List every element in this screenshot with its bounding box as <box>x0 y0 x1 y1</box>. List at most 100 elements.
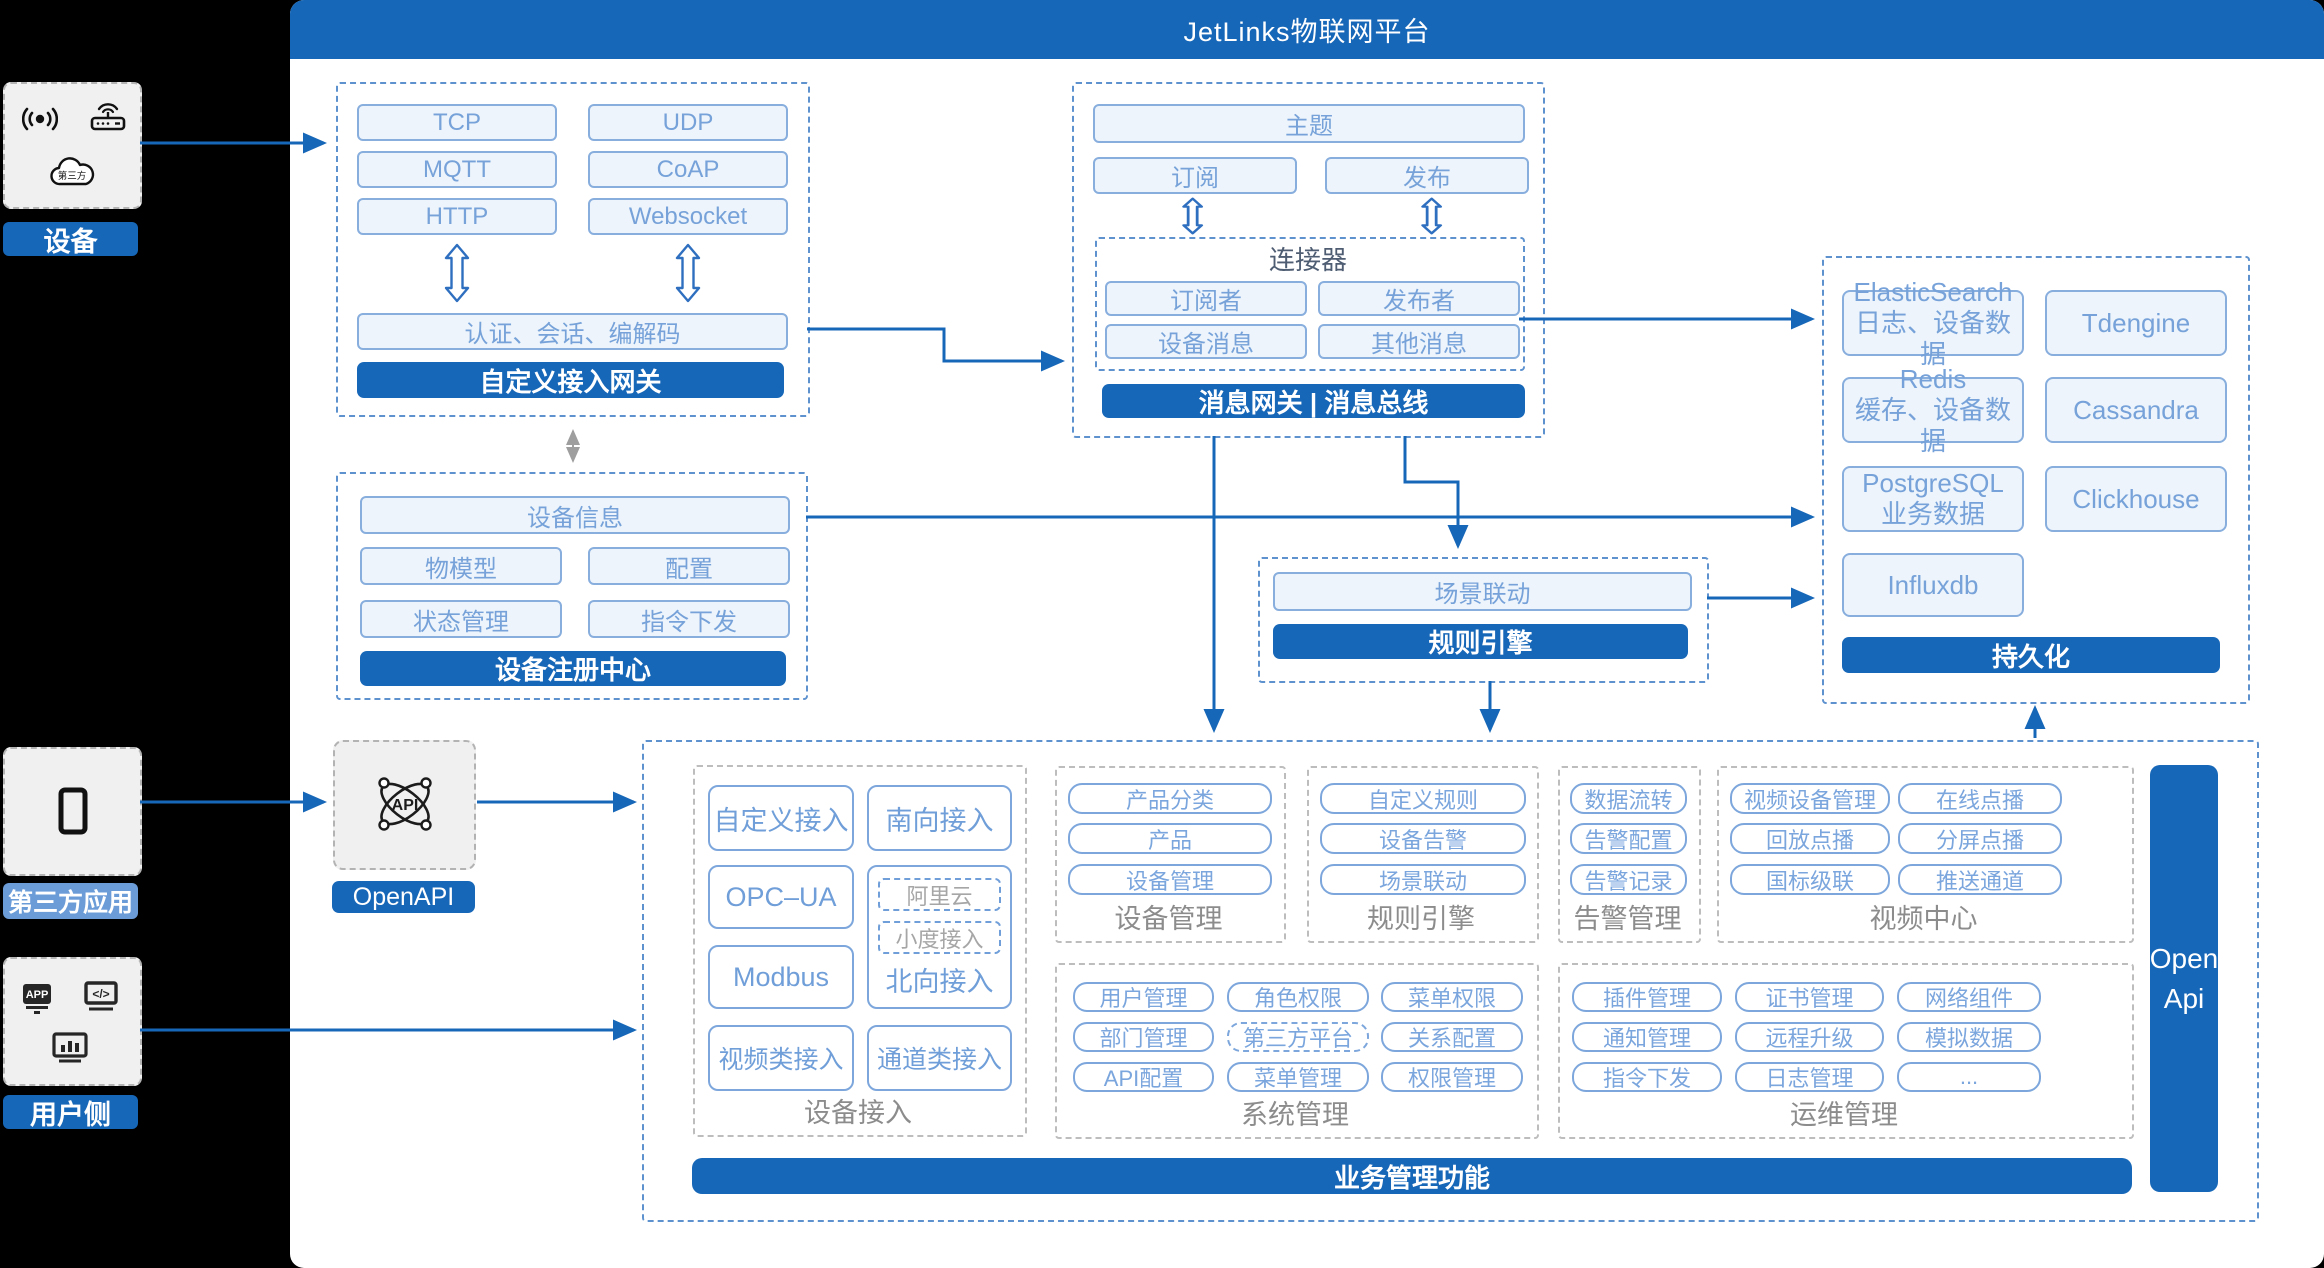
custom-access-box: 自定义接入 <box>708 785 854 851</box>
topic-box: 主题 <box>1093 104 1525 143</box>
scene-linkage-box: 场景联动 <box>1273 572 1692 611</box>
video-device-mgmt-pill: 视频设备管理 <box>1730 783 1890 814</box>
cassandra-cell: Cassandra <box>2045 377 2227 443</box>
device-source-group: 第三方 <box>3 82 142 209</box>
third-party-cloud-icon: 第三方 <box>50 157 95 186</box>
ops-mgmt-label: 运维管理 <box>1790 1099 1898 1130</box>
remote-upgrade-pill: 远程升级 <box>1735 1022 1884 1052</box>
scene-linkage-pill: 场景联动 <box>1320 864 1526 895</box>
open-api-bar: Open Api <box>2150 765 2218 1192</box>
custom-gateway-bar: 自定义接入网关 <box>357 362 784 398</box>
api-config-pill: API配置 <box>1073 1062 1214 1092</box>
device-access-label: 设备接入 <box>804 1097 912 1128</box>
other-message-box: 其他消息 <box>1318 324 1520 359</box>
svg-text:</>: </> <box>92 987 109 1001</box>
user-mgmt-pill: 用户管理 <box>1073 982 1214 1012</box>
connector-title: 连接器 <box>1268 244 1347 275</box>
product-pill: 产品 <box>1068 823 1272 854</box>
protocol-mqtt: MQTT <box>357 151 557 188</box>
api-atom-icon: API <box>378 777 432 831</box>
relation-config-pill: 关系配置 <box>1381 1022 1523 1052</box>
openapi-label: OpenAPI <box>332 881 475 913</box>
publisher-box: 发布者 <box>1318 281 1520 316</box>
xiaodu-access-box: 小度接入 <box>878 921 1001 954</box>
video-access-box: 视频类接入 <box>708 1025 854 1091</box>
dashboard-icon <box>52 1032 88 1063</box>
north-access-label: 北向接入 <box>885 966 994 997</box>
platform-title: JetLinks物联网平台 <box>1183 17 1431 47</box>
protocol-tcp: TCP <box>357 104 557 141</box>
command-box: 指令下发 <box>588 600 790 638</box>
dept-mgmt-pill: 部门管理 <box>1073 1022 1214 1052</box>
persistence-bar: 持久化 <box>1842 637 2220 673</box>
product-category-pill: 产品分类 <box>1068 783 1272 814</box>
business-platform-box <box>642 740 2259 1222</box>
app-icon: APP <box>23 984 51 1014</box>
south-access-box: 南向接入 <box>867 785 1012 851</box>
video-center-label: 视频中心 <box>1869 903 1978 934</box>
openapi-group: API <box>333 740 476 870</box>
codec-box: 认证、会话、编解码 <box>357 313 788 350</box>
alarm-mgmt-label: 告警管理 <box>1573 903 1682 934</box>
perm-mgmt-pill: 权限管理 <box>1381 1062 1523 1092</box>
menu-perm-pill: 菜单权限 <box>1381 982 1523 1012</box>
mock-data-pill: 模拟数据 <box>1897 1022 2041 1052</box>
thing-model-box: 物模型 <box>360 547 562 585</box>
thirdapp-side-label: 第三方应用 <box>3 883 138 919</box>
influxdb-cell: Influxdb <box>1842 553 2024 617</box>
protocol-udp: UDP <box>588 104 788 141</box>
device-mgmt-pill: 设备管理 <box>1068 864 1272 895</box>
router-icon <box>90 103 126 131</box>
rule-engine-box <box>1258 557 1709 683</box>
data-flow-pill: 数据流转 <box>1570 783 1687 814</box>
device-message-box: 设备消息 <box>1105 324 1307 359</box>
registry-bar: 设备注册中心 <box>360 651 786 686</box>
subscriber-box: 订阅者 <box>1105 281 1307 316</box>
status-mgmt-box: 状态管理 <box>360 600 562 638</box>
device-alarm-pill: 设备告警 <box>1320 823 1526 854</box>
device-info-box: 设备信息 <box>360 496 790 534</box>
protocol-coap: CoAP <box>588 151 788 188</box>
user-side-label: 用户侧 <box>3 1095 138 1130</box>
plugin-mgmt-pill: 插件管理 <box>1572 982 1722 1012</box>
business-functions-bar: 业务管理功能 <box>692 1158 2132 1194</box>
device-side-label: 设备 <box>3 222 138 257</box>
config-box: 配置 <box>588 547 790 585</box>
message-gateway-box <box>1072 82 1545 438</box>
playback-pill: 回放点播 <box>1730 823 1890 854</box>
message-bus-bar: 消息网关 | 消息总线 <box>1102 384 1525 418</box>
clickhouse-cell: Clickhouse <box>2045 466 2227 532</box>
menu-mgmt-pill: 菜单管理 <box>1227 1062 1369 1092</box>
code-icon: </> <box>84 981 118 1011</box>
channel-access-box: 通道类接入 <box>867 1025 1012 1091</box>
role-perm-pill: 角色权限 <box>1227 982 1369 1012</box>
notify-mgmt-pill: 通知管理 <box>1572 1022 1722 1052</box>
device-registry-box <box>336 472 808 700</box>
online-play-pill: 在线点播 <box>1898 783 2062 814</box>
wireless-signal-icon <box>22 107 58 131</box>
custom-rule-pill: 自定义规则 <box>1320 783 1526 814</box>
protocol-websocket: Websocket <box>588 198 788 235</box>
protocol-gateway-box <box>336 82 810 417</box>
split-screen-pill: 分屏点播 <box>1898 823 2062 854</box>
more-pill: ... <box>1897 1062 2041 1092</box>
push-channel-pill: 推送通道 <box>1898 864 2062 895</box>
thirdapp-source-group <box>3 747 142 876</box>
rule-engine-label: 规则引擎 <box>1367 903 1475 934</box>
rule-engine-bar: 规则引擎 <box>1273 624 1688 659</box>
publish-box: 发布 <box>1325 157 1529 194</box>
network-comp-pill: 网络组件 <box>1897 982 2041 1012</box>
connector-box <box>1095 237 1525 371</box>
opcua-box: OPC–UA <box>708 865 854 929</box>
tdengine-cell: Tdengine <box>2045 290 2227 356</box>
command-issue-pill: 指令下发 <box>1572 1062 1722 1092</box>
svg-text:APP: APP <box>26 989 49 1001</box>
system-mgmt-label: 系统管理 <box>1241 1099 1349 1130</box>
user-source-group: APP </> <box>3 957 142 1086</box>
api-icon-label: API <box>392 797 419 814</box>
cert-mgmt-pill: 证书管理 <box>1735 982 1884 1012</box>
